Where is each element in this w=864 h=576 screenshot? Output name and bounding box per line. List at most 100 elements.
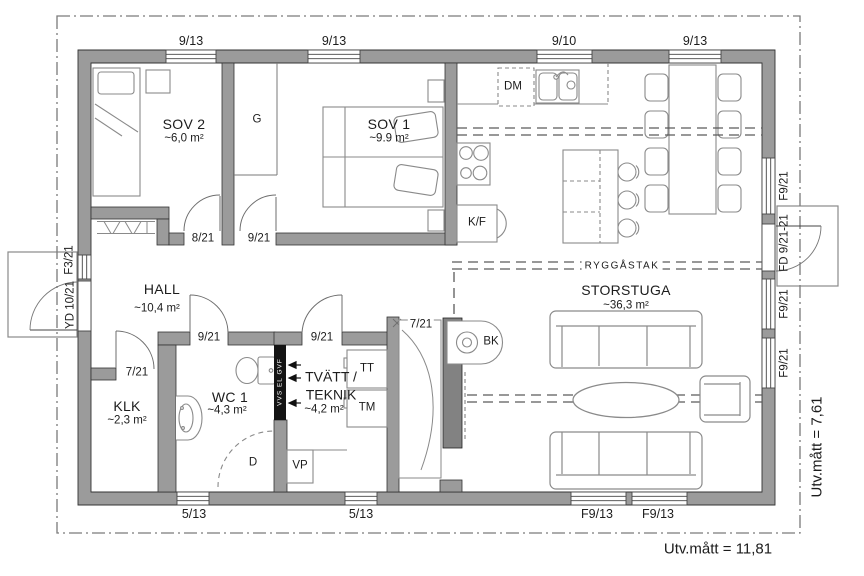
dining-set	[644, 64, 742, 215]
door-sov2	[183, 194, 221, 232]
room-area-wc1: ~4,3 m²	[207, 404, 247, 417]
kitchen	[456, 63, 640, 244]
room-name-hall: HALL	[143, 280, 181, 297]
fridge-freezer-label: K/F	[468, 216, 486, 229]
sofa-bottom	[549, 431, 703, 490]
exterior-width-label: Utv.mått = 11,81	[663, 540, 773, 558]
window-f9-13-a	[570, 491, 627, 506]
door-label-klk: 7/21	[125, 366, 149, 379]
door-label-sov1: 9/21	[247, 232, 271, 245]
living-room	[549, 310, 751, 490]
room-name-storstuga: STORSTUGA	[581, 281, 671, 298]
dryer-tt	[346, 349, 388, 389]
bottom-windows	[176, 491, 688, 506]
g-closet	[234, 63, 278, 176]
window-5-13-b	[344, 491, 378, 506]
entry-door-yd-10-21	[29, 280, 92, 332]
stove	[456, 142, 491, 186]
sov2-bed	[92, 67, 171, 197]
fridge-freezer	[456, 204, 507, 243]
shower-zone	[217, 430, 275, 488]
patio-landing	[776, 205, 839, 287]
room-name-sov1: SOV 1	[367, 115, 411, 132]
window-label-top-3: 9/10	[551, 33, 577, 48]
window-label-right-2: F9/21	[778, 289, 791, 319]
door-label-tvatt: 9/21	[310, 331, 334, 344]
dining-table	[668, 64, 717, 215]
room-area-sov2: ~6,0 m²	[164, 132, 204, 145]
door-tvatt	[301, 294, 343, 334]
dishwasher	[497, 67, 535, 107]
island-stools	[617, 162, 640, 238]
window-label-bottom-2: 5/13	[348, 506, 374, 521]
window-9-13-b	[307, 49, 361, 64]
armchair	[699, 375, 751, 423]
room-area-tvatt: ~4,2 m²	[304, 403, 344, 416]
window-f9-21-c	[761, 337, 776, 389]
door-klk	[115, 330, 155, 370]
room-area-storstuga: ~36,3 m²	[603, 299, 649, 312]
washbasin	[176, 395, 203, 441]
tall-closet-door-swing	[401, 329, 434, 471]
kitchen-counter	[457, 63, 609, 105]
washer-tm	[346, 389, 388, 428]
left-windows	[29, 254, 92, 332]
dishwasher-label: DM	[504, 80, 522, 93]
tall-closet	[398, 319, 442, 479]
toilet	[235, 356, 276, 385]
room-name-tvatt: TVÄTT / TEKNIK	[305, 368, 357, 403]
door-label-wc1: 9/21	[197, 331, 221, 344]
window-9-13-a	[165, 49, 217, 64]
door-label-sov2: 8/21	[191, 232, 215, 245]
window-f9-21-a	[761, 157, 776, 215]
fireplace-label: BK	[483, 335, 499, 348]
sofa-top	[549, 310, 703, 369]
window-5-13-a	[176, 491, 210, 506]
ridge-ceiling-label: RYGGÅSTAK	[581, 260, 663, 272]
dining-chairs	[644, 73, 742, 213]
french-door-fd-9-21	[761, 223, 822, 272]
room-name-wc1: WC 1	[211, 388, 249, 405]
door-wc1	[189, 294, 229, 334]
window-f3-21	[77, 254, 92, 280]
window-label-top-4: 9/13	[682, 33, 708, 48]
service-duct	[274, 345, 286, 420]
window-label-right-1: F9/21	[778, 171, 791, 201]
shower-label: D	[248, 456, 258, 469]
wc1-fixtures	[176, 356, 276, 488]
exterior-measure-boundary	[56, 15, 801, 534]
fireplace-bk	[446, 320, 504, 365]
room-area-klk: ~2,3 m²	[107, 414, 147, 427]
window-label-bottom-3: F9/13	[581, 506, 613, 521]
kitchen-island	[562, 149, 619, 244]
sov1-bed	[322, 79, 445, 232]
window-label-f3-21: F3/21	[63, 245, 76, 275]
door-label-closet: 7/21	[407, 318, 435, 332]
window-9-10	[536, 49, 593, 64]
door-label-fd: FD 9/21-21	[778, 214, 791, 272]
laundry-fixtures	[286, 349, 388, 484]
coat-rail	[97, 221, 155, 234]
right-windows	[761, 157, 822, 389]
door-label-yd: YD 10/21	[64, 281, 77, 329]
window-label-top-2: 9/13	[321, 33, 347, 48]
window-label-top-1: 9/13	[178, 33, 204, 48]
window-label-bottom-4: F9/13	[642, 506, 674, 521]
washer-label: TM	[358, 401, 376, 414]
heat-pump-label: VP	[292, 459, 308, 472]
duct-arrows	[287, 360, 301, 408]
door-sov1	[239, 194, 277, 232]
room-area-sov1: ~9.9 m²	[369, 132, 409, 145]
heat-pump-vp	[286, 449, 314, 484]
top-windows	[165, 49, 722, 64]
dryer-label: TT	[359, 362, 375, 375]
room-area-hall: ~10,4 m²	[134, 302, 180, 315]
coffee-table	[572, 381, 680, 419]
room-name-closet-g: G	[252, 113, 262, 126]
window-9-13-c	[668, 49, 722, 64]
window-label-bottom-1: 5/13	[181, 506, 207, 521]
duct-label: VVS EL GVF	[276, 358, 284, 406]
window-f9-13-b	[631, 491, 688, 506]
